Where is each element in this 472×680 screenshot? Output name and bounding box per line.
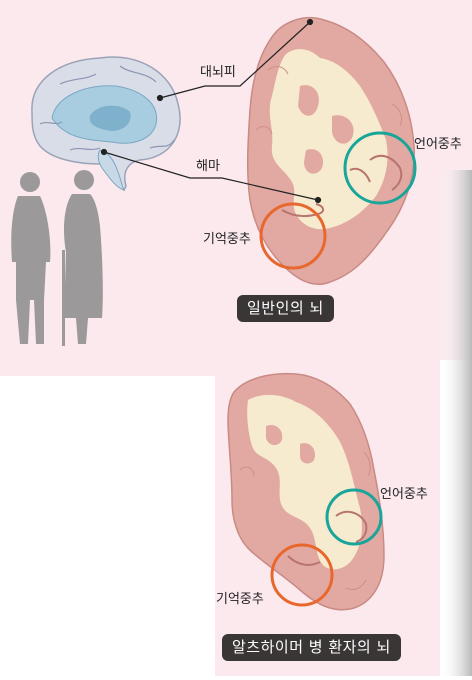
caption-alzheimer-brain: 알츠하이머 병 환자의 뇌 [222,634,401,661]
label-language-center-bottom: 언어중추 [380,488,428,501]
label-cerebral-cortex: 대뇌피 [200,66,236,79]
label-memory-center-top: 기억중추 [203,233,251,246]
label-language-center-top: 언어중추 [414,138,462,151]
right-edge-shade [440,170,472,676]
caption-normal-brain: 일반인의 뇌 [237,295,334,322]
label-hippocampus: 해마 [196,160,220,173]
label-memory-center-bottom: 기억중추 [216,593,264,606]
